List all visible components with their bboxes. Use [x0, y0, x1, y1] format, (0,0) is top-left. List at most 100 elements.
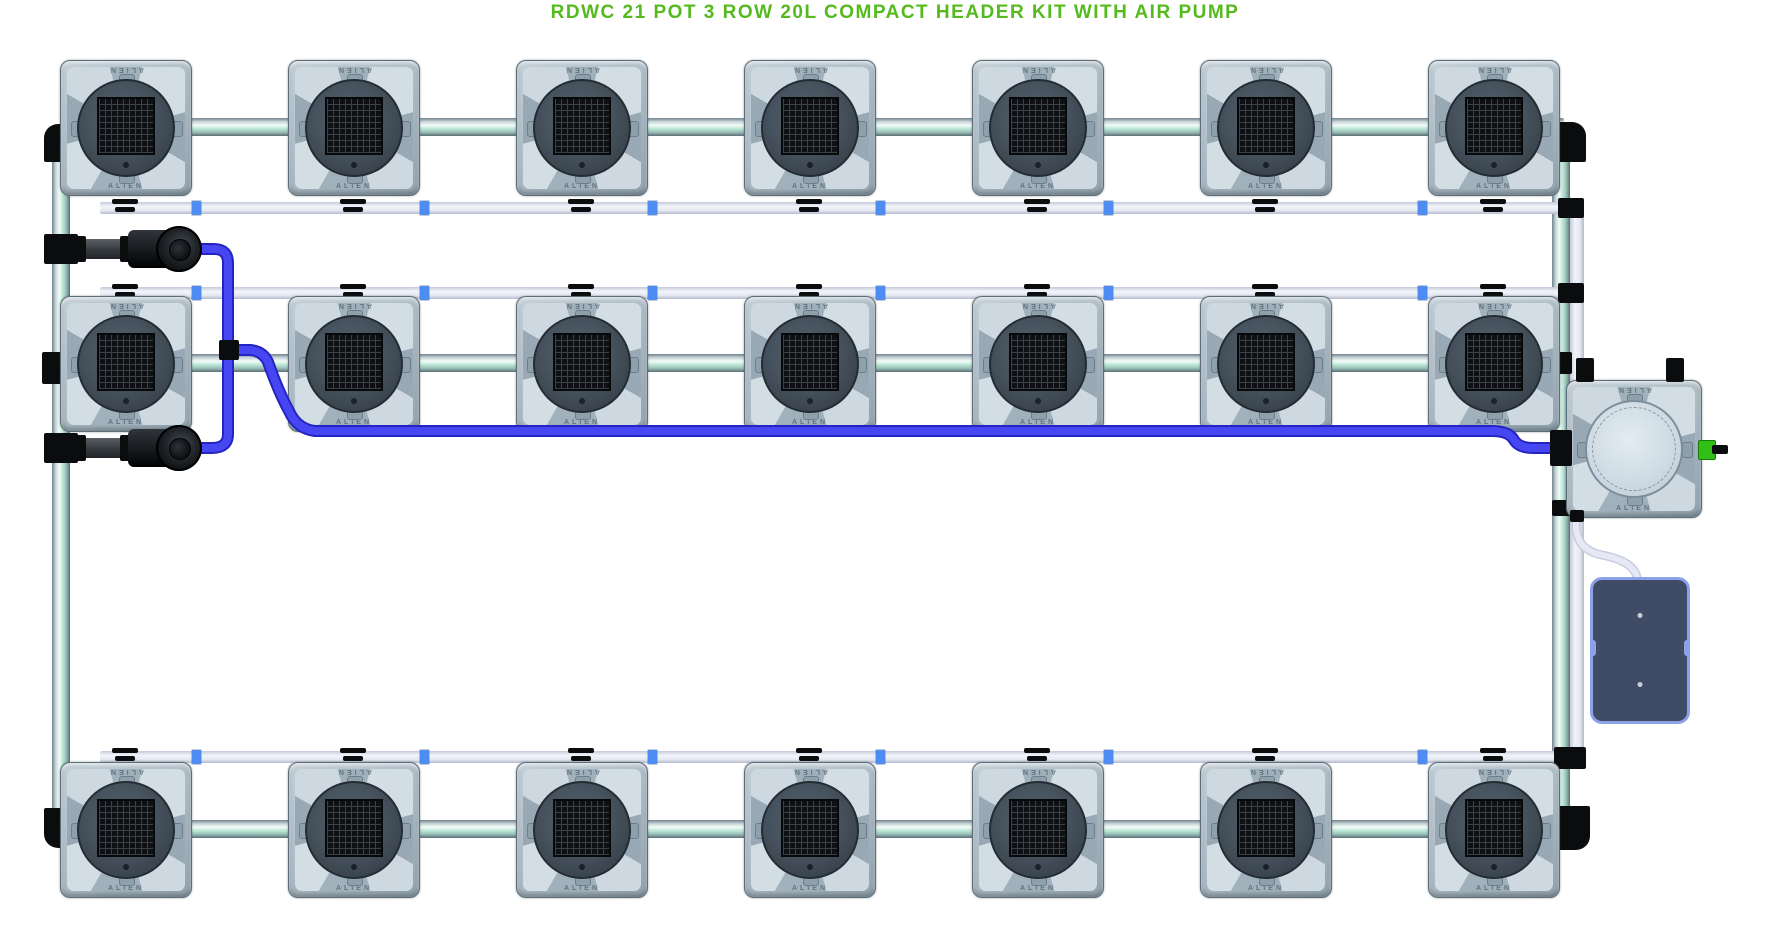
pipe-clip-blue	[420, 750, 429, 764]
pot-clip-black	[340, 199, 366, 204]
pot-lid	[1217, 79, 1315, 177]
pot-clip-black	[799, 292, 819, 297]
brand-label: ALIEN	[1476, 183, 1512, 190]
pot-clip-black	[1024, 284, 1050, 289]
return-tee-row3	[1554, 747, 1586, 769]
net-pot-mesh	[325, 333, 383, 392]
brand-label: ALIEN	[336, 419, 372, 426]
pot-clip-black	[115, 207, 135, 212]
net-pot-mesh	[97, 799, 155, 858]
pipe-clip-blue	[1104, 286, 1113, 300]
net-pot-mesh	[1009, 799, 1067, 858]
pipe-clip-blue	[648, 750, 657, 764]
pot-clip-black	[1483, 756, 1503, 761]
pot-clip-black	[796, 284, 822, 289]
air-pump-notch	[1590, 640, 1596, 656]
brand-label: ALIEN	[336, 183, 372, 190]
pipe-clip-blue	[1418, 750, 1427, 764]
pot-lid	[1217, 781, 1315, 879]
brand-label: ALIEN	[1476, 419, 1512, 426]
lid-plug	[351, 162, 357, 168]
feed-tube-main	[224, 346, 1562, 452]
pot-clip-black	[796, 199, 822, 204]
pot-clip-black	[1255, 292, 1275, 297]
pot-clip-black	[1027, 756, 1047, 761]
pot-lid	[761, 79, 859, 177]
pot-lid	[989, 781, 1087, 879]
pot-clip-black	[343, 292, 363, 297]
pump1-collar	[76, 236, 86, 262]
pump1-collar	[120, 236, 130, 262]
pipe-clip-blue	[192, 201, 201, 215]
lid-plug	[123, 864, 129, 870]
tank-port-left	[1576, 358, 1594, 382]
net-pot-mesh	[1465, 799, 1523, 858]
lid-plug	[123, 398, 129, 404]
lid-plug	[579, 864, 585, 870]
pot-lid	[305, 79, 403, 177]
pot-clip-black	[343, 756, 363, 761]
pipe-clip-blue	[192, 286, 201, 300]
brand-label: ALIEN	[792, 419, 828, 426]
air-pump-screw	[1637, 682, 1643, 687]
lid-plug	[351, 398, 357, 404]
pot-lid	[77, 79, 175, 177]
brand-label: ALIEN	[108, 419, 144, 426]
pot-clip-black	[340, 284, 366, 289]
pot-clip-black	[1480, 748, 1506, 753]
pipe-clip-blue	[648, 286, 657, 300]
air-pump-notch	[1684, 640, 1690, 656]
pot-clip-black	[1027, 292, 1047, 297]
net-pot-mesh	[553, 333, 611, 392]
pipe-clip-blue	[192, 750, 201, 764]
pot-clip-black	[568, 284, 594, 289]
brand-label: ALIEN	[108, 885, 144, 892]
pot-clip-black	[1252, 199, 1278, 204]
pot-clip-black	[799, 207, 819, 212]
pipe-clip-blue	[420, 286, 429, 300]
lid-plug	[807, 162, 813, 168]
net-pot-mesh	[553, 799, 611, 858]
lid-plug	[1035, 398, 1041, 404]
lid-tab	[1682, 442, 1693, 458]
pipe-clip-blue	[876, 201, 885, 215]
lid-plug	[1491, 398, 1497, 404]
pot-clip-black	[112, 748, 138, 753]
net-pot-mesh	[1237, 799, 1295, 858]
return-tee-row1	[1558, 198, 1584, 218]
pot-lid	[761, 315, 859, 413]
net-pot-mesh	[1009, 333, 1067, 392]
pot-clip-black	[568, 748, 594, 753]
brand-label: ALIEN	[1248, 183, 1284, 190]
pot-lid	[77, 781, 175, 879]
brand-label: ALIEN	[1020, 419, 1056, 426]
pipe-clip-blue	[1104, 201, 1113, 215]
brand-label: ALIEN	[564, 885, 600, 892]
net-pot-mesh	[1465, 333, 1523, 392]
pot-clip-black	[1024, 748, 1050, 753]
pot-clip-black	[799, 756, 819, 761]
brand-label: ALIEN	[108, 183, 144, 190]
net-pot-mesh	[1237, 333, 1295, 392]
lid-plug	[1035, 162, 1041, 168]
pot-clip-black	[112, 284, 138, 289]
pump1-pipe-tee	[44, 234, 78, 264]
net-pot-mesh	[553, 97, 611, 156]
pot-lid	[533, 315, 631, 413]
net-pot-mesh	[1009, 97, 1067, 156]
brand-label: ALIEN	[564, 419, 600, 426]
pipe-clip-blue	[876, 750, 885, 764]
pot-clip-black	[340, 748, 366, 753]
